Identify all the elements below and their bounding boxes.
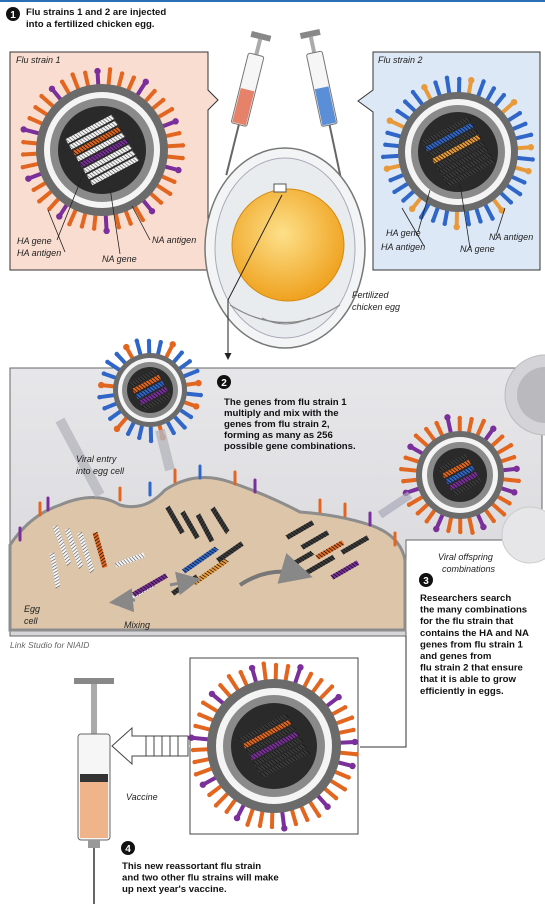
strain-2-na-antigen-label: NA antigen xyxy=(489,232,533,242)
viral-entry-line-2: into egg cell xyxy=(76,466,125,476)
step-1-marker: 1 xyxy=(6,7,20,21)
step-1-line-2: into a fertilized chicken egg. xyxy=(26,19,154,30)
viral-entry-line-1: Viral entry xyxy=(76,454,117,464)
cell-panel xyxy=(10,339,545,636)
step-3-line-4: contains the HA and NA xyxy=(420,628,529,639)
step-4-line-1: This new reassortant flu strain xyxy=(122,861,261,872)
vaccine-syringe xyxy=(74,678,114,904)
step-3-line-8: that it is able to grow xyxy=(420,674,516,685)
step-2-line-5: possible gene combinations. xyxy=(224,441,356,452)
egg-cell-label-line-2: cell xyxy=(24,616,39,626)
image-credit: Link Studio for NIAID xyxy=(10,640,89,650)
step-4-marker: 4 xyxy=(121,841,135,855)
to-vaccine-arrow xyxy=(112,728,190,764)
step-4-line-3: up next year's vaccine. xyxy=(122,884,227,895)
strain-2-ha-gene-label: HA gene xyxy=(386,228,421,238)
step-2-line-3: genes from flu strain 2, xyxy=(224,419,330,430)
egg-label-line-2: chicken egg xyxy=(352,302,400,312)
svg-text:1: 1 xyxy=(10,10,16,21)
offspring-label-line-2: combinations xyxy=(442,564,496,574)
offspring-label-line-1: Viral offspring xyxy=(438,552,493,562)
strain-1-na-antigen-label: NA antigen xyxy=(152,235,196,245)
svg-text:2: 2 xyxy=(221,378,227,389)
step-3-line-2: the many combinations xyxy=(420,605,527,616)
step-2-line-2: multiply and mix with the xyxy=(224,408,339,419)
step-2-line-1: The genes from flu strain 1 xyxy=(224,397,347,408)
fertilized-egg xyxy=(205,148,365,348)
strain-1-ha-antigen-label: HA antigen xyxy=(17,248,61,258)
step-2-marker: 2 xyxy=(217,375,231,389)
step-3-line-5: genes from flu strain 1 xyxy=(420,639,524,650)
vaccine-label: Vaccine xyxy=(126,792,158,802)
egg-label-line-1: Fertilized xyxy=(352,290,390,300)
final-virus-panel xyxy=(188,658,359,834)
svg-text:4: 4 xyxy=(125,844,131,855)
step-3-line-9: efficiently in eggs. xyxy=(420,686,504,697)
step-1-line-1: Flu strains 1 and 2 are injected xyxy=(26,7,166,18)
step-3-line-7: flu strain 2 that ensure xyxy=(420,663,523,674)
strain-1-title: Flu strain 1 xyxy=(16,55,61,65)
step-3-line-6: and genes from xyxy=(420,651,491,662)
egg-cell-label-line-1: Egg xyxy=(24,604,40,614)
strain-2-na-gene-label: NA gene xyxy=(460,244,495,254)
strain-2-ha-antigen-label: HA antigen xyxy=(381,242,425,252)
strain-2-title: Flu strain 2 xyxy=(378,55,423,65)
strain-2-panel: Flu strain 2 HA gene HA antigen NA gene … xyxy=(358,52,540,270)
step-2-line-4: forming as many as 256 xyxy=(224,430,333,441)
strain-1-na-gene-label: NA gene xyxy=(102,254,137,264)
step-3-marker: 3 xyxy=(419,573,433,587)
svg-text:3: 3 xyxy=(423,576,429,587)
mixing-label: Mixing xyxy=(124,620,150,630)
strain-1-ha-gene-label: HA gene xyxy=(17,236,52,246)
step-3-line-1: Researchers search xyxy=(420,593,511,604)
strain-1-panel: Flu strain 1 HA gene HA antigen NA gene … xyxy=(10,52,218,270)
step-3-line-3: for the flu strain that xyxy=(420,616,514,627)
step-4-line-2: and two other flu strains will make xyxy=(122,873,279,884)
